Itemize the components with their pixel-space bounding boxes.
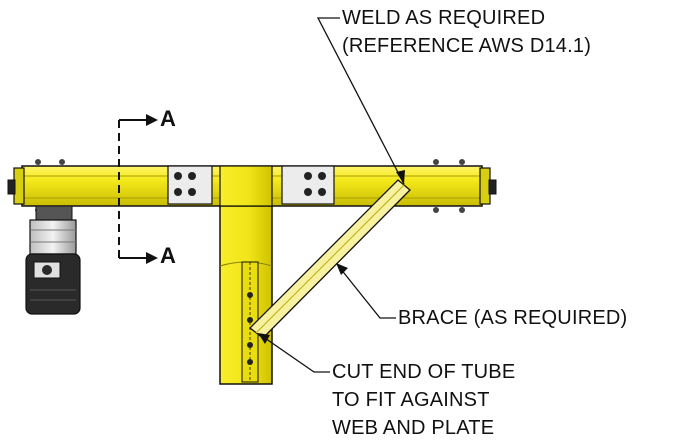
column-cap	[219, 165, 273, 207]
weld-callout-line-1: WELD AS REQUIRED	[342, 7, 546, 29]
leader-cut-end	[258, 333, 330, 373]
splice-plate-left	[167, 165, 213, 205]
leader-brace	[336, 263, 396, 319]
cut-end-callout-line-2: TO FIT AGAINST	[332, 389, 490, 411]
cut-end-callout: CUT END OF TUBE TO FIT AGAINST WEB AND P…	[332, 358, 515, 442]
cut-end-callout-line-1: CUT END OF TUBE	[332, 361, 516, 383]
cut-end-callout-line-3: WEB AND PLATE	[332, 417, 495, 439]
brace-callout-line-1: BRACE (AS REQUIRED)	[398, 307, 628, 329]
leader-weld	[316, 17, 405, 185]
section-label-bottom: A	[160, 243, 176, 268]
splice-plate-right	[281, 165, 335, 205]
section-label-top: A	[160, 106, 176, 131]
motor-assembly	[25, 205, 81, 315]
section-line-a-a	[118, 114, 158, 264]
weld-callout: WELD AS REQUIRED (REFERENCE AWS D14.1)	[342, 4, 591, 60]
brace-callout: BRACE (AS REQUIRED)	[398, 304, 627, 332]
weld-callout-line-2: (REFERENCE AWS D14.1)	[342, 35, 592, 57]
